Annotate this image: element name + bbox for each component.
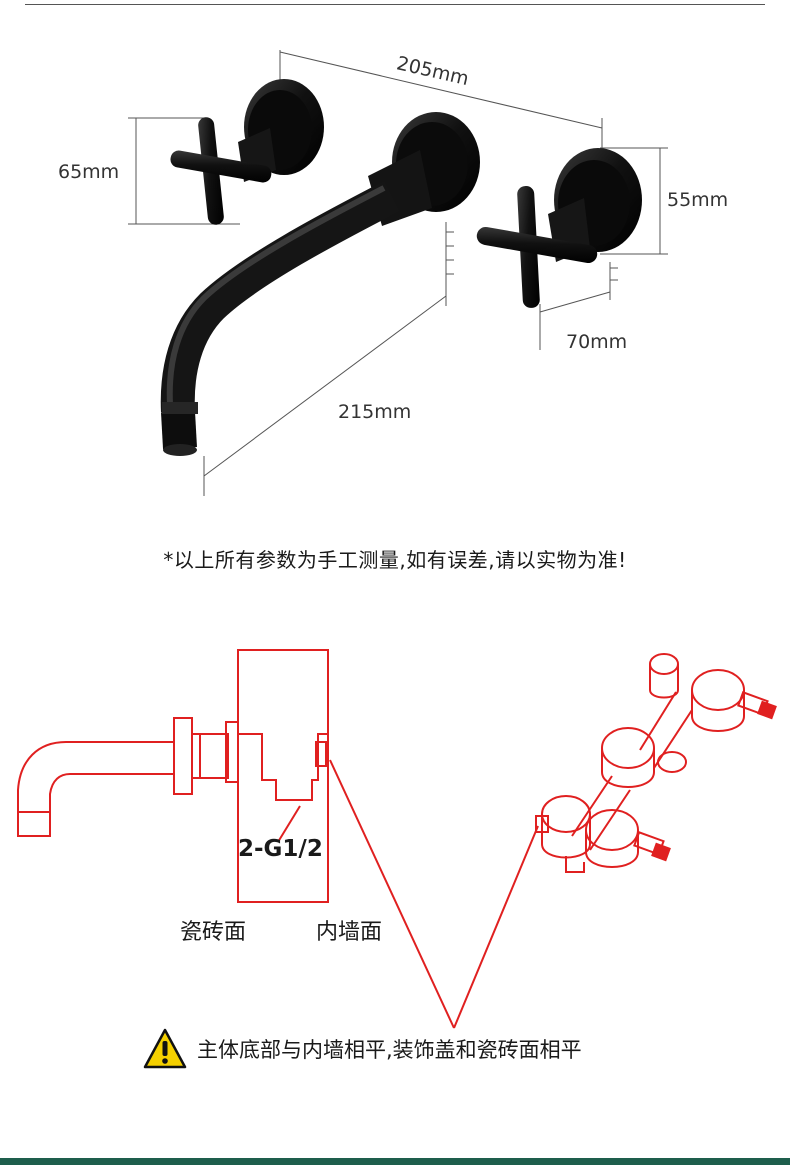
spout (160, 112, 480, 456)
right-handle (476, 148, 642, 308)
installation-warning: 主体底部与内墙相平,装饰盖和瓷砖面相平 (143, 1024, 582, 1074)
dim-handle-depth: 70mm (566, 331, 627, 353)
dim-left-height: 65mm (58, 161, 119, 183)
wall-body (237, 649, 329, 903)
faucet-dimension-illustration: 205mm 65mm 55mm 70mm 215mm (58, 50, 728, 496)
top-divider (25, 4, 765, 5)
thread-leader-line (277, 805, 301, 843)
thread-size-label: 2-G1/2 (238, 836, 323, 862)
inner-wall-label: 内墙面 (316, 920, 383, 945)
warning-triangle-icon (143, 1028, 187, 1069)
leader-line-left (329, 759, 455, 1029)
escutcheon-outline (173, 717, 193, 795)
bottom-accent-band (0, 1158, 790, 1165)
dim-right-height: 55mm (667, 189, 728, 211)
dim-spout-length: 215mm (338, 401, 411, 423)
dimension-lines (128, 50, 668, 496)
tile-surface-label: 瓷砖面 (180, 920, 247, 945)
left-handle (170, 79, 324, 225)
installation-diagram (17, 649, 777, 1029)
valve-body-outline (535, 653, 777, 873)
warning-text: 主体底部与内墙相平,装饰盖和瓷砖面相平 (197, 1038, 582, 1062)
spout-outline (17, 741, 174, 837)
measurement-note: *以上所有参数为手工测量,如有误差,请以实物为准! (163, 548, 627, 572)
leader-line-right (453, 825, 539, 1029)
